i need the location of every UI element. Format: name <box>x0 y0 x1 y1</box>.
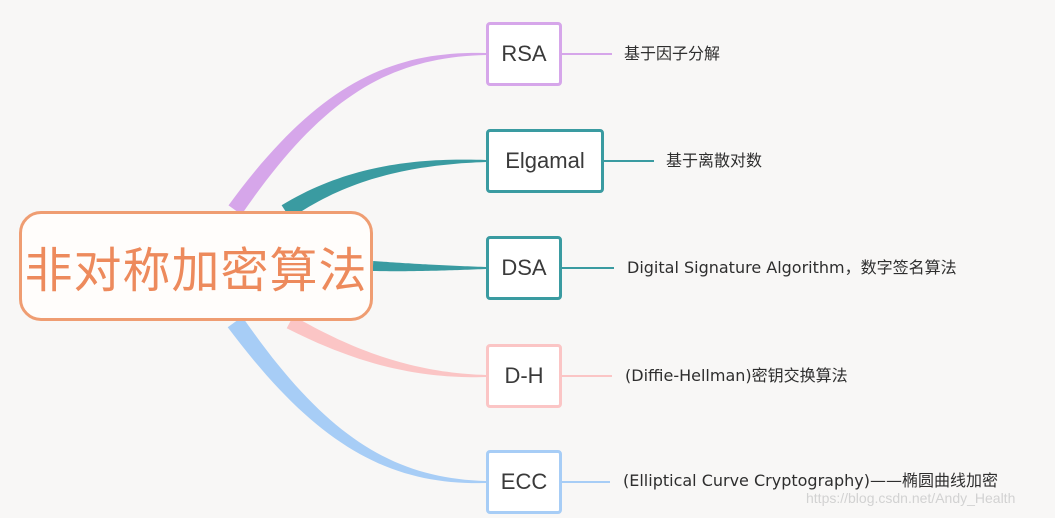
topic-ecc-label: ECC <box>500 469 548 494</box>
ecc-description[interactable]: (Elliptical Curve Cryptography)——椭圆曲线加密 <box>623 471 998 490</box>
topic-dh-label: D-H <box>504 363 544 388</box>
root-topic[interactable]: 非对称加密算法 <box>19 211 373 321</box>
topic-elgamal-label: Elgamal <box>505 148 585 173</box>
topic-rsa-label: RSA <box>501 41 547 66</box>
topic-rsa[interactable]: RSA <box>486 22 562 86</box>
rsa-description[interactable]: 基于因子分解 <box>624 44 721 63</box>
dh-description[interactable]: (Diffie-Hellman)密钥交换算法 <box>625 366 848 385</box>
watermark-text: https://blog.csdn.net/Andy_Health <box>806 490 1016 506</box>
topic-ecc[interactable]: ECC <box>486 450 562 514</box>
topic-dsa-label: DSA <box>501 255 547 280</box>
branch-curve-dsa <box>372 261 486 272</box>
elgamal-description[interactable]: 基于离散对数 <box>666 151 763 170</box>
topic-dsa[interactable]: DSA <box>486 236 562 300</box>
topic-elgamal[interactable]: Elgamal <box>486 129 604 193</box>
topic-dh[interactable]: D-H <box>486 344 562 408</box>
root-topic-label: 非对称加密算法 <box>24 243 368 299</box>
branch-curve-ecc <box>227 316 486 484</box>
dsa-description[interactable]: Digital Signature Algorithm，数字签名算法 <box>627 258 957 277</box>
branch-curve-dh <box>286 315 486 378</box>
branch-curve-elgamal <box>281 159 486 219</box>
branch-curve-rsa <box>228 52 486 215</box>
